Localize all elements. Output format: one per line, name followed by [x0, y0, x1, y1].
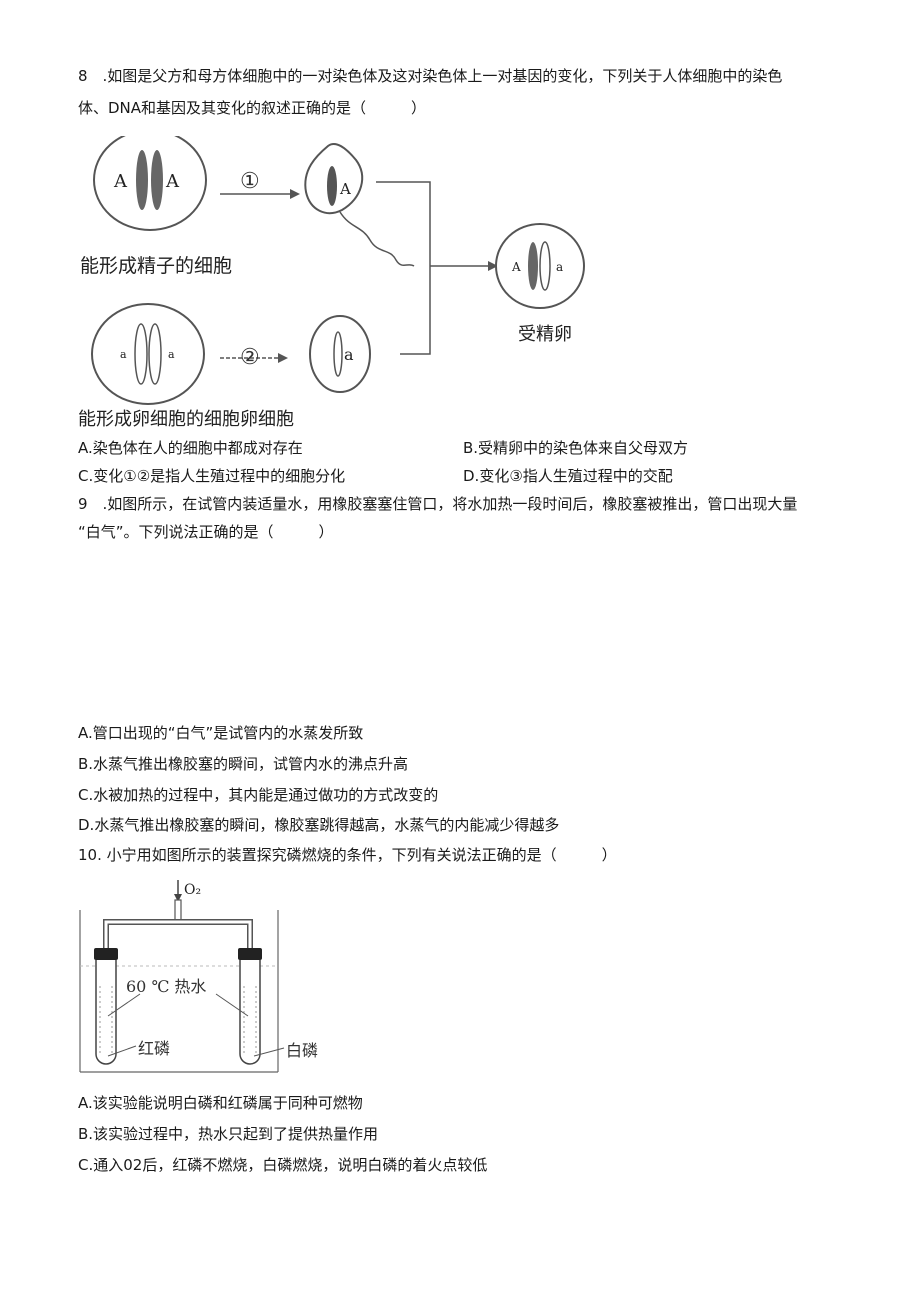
- zygote-label: 受精卵: [518, 324, 572, 345]
- q8-figure: A A ① A A a 受精卵 能形成精子的细胞 a a ②: [80, 136, 585, 405]
- zygote-gene-a: a: [556, 260, 563, 274]
- zygote-gene-A: A: [511, 260, 521, 274]
- q10-stem-line1: 10. 小宁用如图所示的装置探究磷燃烧的条件，下列有关说法正确的是（ ）: [78, 846, 617, 864]
- white-phosphorus-label: 白磷: [286, 1041, 318, 1060]
- egg-cell-label: 能形成卵细胞的细胞卵细胞: [78, 409, 294, 430]
- q9-stem-line2: “白气”。下列说法正确的是（ ）: [78, 523, 334, 541]
- q10-option-c[interactable]: C.通入02后，红磷不燃烧，白磷燃烧，说明白磷的着火点较低: [78, 1156, 488, 1174]
- step1-label: ①: [240, 169, 260, 194]
- q8-option-d[interactable]: D.变化③指人生殖过程中的交配: [463, 467, 673, 485]
- sperm-cell: A: [304, 142, 415, 267]
- step1-arrow: ①: [220, 169, 300, 199]
- gene-label-A-left: A: [113, 171, 128, 192]
- egg-forming-cell: a a: [91, 303, 205, 405]
- right-test-tube: 白磷: [215, 948, 318, 1065]
- sperm-forming-cell: A A: [93, 136, 207, 231]
- sperm-cell-label: 能形成精子的细胞: [80, 255, 232, 277]
- q10-option-b[interactable]: B.该实验过程中，热水只起到了提供热量作用: [78, 1125, 379, 1143]
- q8-option-a[interactable]: A.染色体在人的细胞中都成对存在: [78, 439, 303, 457]
- q9-option-d[interactable]: D.水蒸气推出橡胶塞的瞬间，橡胶塞跳得越高，水蒸气的内能减少得越多: [78, 816, 560, 834]
- q9-option-b[interactable]: B.水蒸气推出橡胶塞的瞬间，试管内水的沸点升高: [78, 755, 409, 773]
- sperm-gene-label: A: [339, 180, 351, 198]
- step2-arrow: ②: [220, 345, 288, 370]
- egg-gene-label: a: [344, 345, 354, 364]
- left-test-tube: 红磷: [94, 948, 170, 1065]
- q8-stem-line1: 8 .如图是父方和母方体细胞中的一对染色体及这对染色体上一对基因的变化，下列关于…: [78, 67, 783, 85]
- red-phosphorus-label: 红磷: [138, 1039, 170, 1058]
- q9-option-c[interactable]: C.水被加热的过程中，其内能是通过做功的方式改变的: [78, 786, 439, 804]
- hot-water-label: 60 ℃ 热水: [126, 977, 206, 996]
- egg-cell: a: [309, 315, 371, 393]
- gene-label-A-right: A: [165, 171, 180, 192]
- q9-stem-line1: 9 .如图所示，在试管内装适量水，用橡胶塞塞住管口，将水加热一段时间后，橡胶塞被…: [78, 495, 798, 513]
- egg-gene-a-right: a: [168, 348, 175, 361]
- q8-stem-line2: 体、DNA和基因及其变化的叙述正确的是（ ）: [78, 99, 427, 117]
- egg-gene-a-left: a: [120, 348, 127, 361]
- oxygen-inlet: O₂: [174, 880, 201, 923]
- q10-figure: O₂ 60 ℃ 热水 红磷 白磷: [79, 880, 318, 1073]
- step2-label: ②: [240, 345, 260, 370]
- zygote-cell: A a: [495, 223, 585, 309]
- q9-option-a[interactable]: A.管口出现的“白气”是试管内的水蒸发所致: [78, 724, 364, 742]
- q8-option-c[interactable]: C.变化①②是指人生殖过程中的细胞分化: [78, 467, 346, 485]
- q10-option-a[interactable]: A.该实验能说明白磷和红磷属于同种可燃物: [78, 1094, 363, 1112]
- q8-option-b[interactable]: B.受精卵中的染色体来自父母双方: [463, 439, 689, 457]
- oxygen-label: O₂: [184, 882, 201, 898]
